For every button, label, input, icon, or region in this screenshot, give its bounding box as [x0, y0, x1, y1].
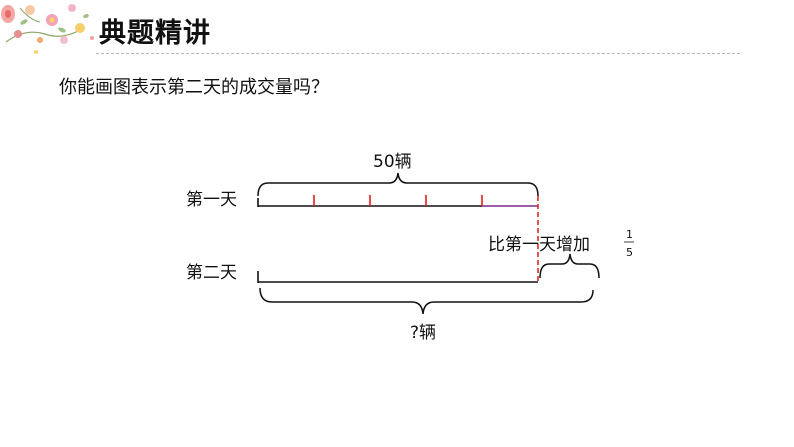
increase-label: 比第一天增加	[488, 235, 590, 255]
day1-brace	[257, 172, 539, 197]
fraction-denominator: 5	[626, 246, 633, 259]
day1-label: 第一天	[186, 190, 237, 210]
day2-label: 第二天	[186, 263, 237, 283]
increase-brace	[539, 253, 600, 279]
floral-decoration-icon	[1, 4, 94, 54]
fraction-numerator: 1	[626, 228, 633, 241]
page-title: 典题精讲	[99, 18, 211, 49]
segment-ticks	[313, 195, 483, 206]
header-divider	[96, 53, 740, 54]
day2-total-label: ?辆	[410, 323, 436, 343]
day2-brace	[259, 287, 594, 315]
day1-total-label: 50辆	[373, 152, 412, 172]
question-text: 你能画图表示第二天的成交量吗？	[59, 77, 329, 98]
